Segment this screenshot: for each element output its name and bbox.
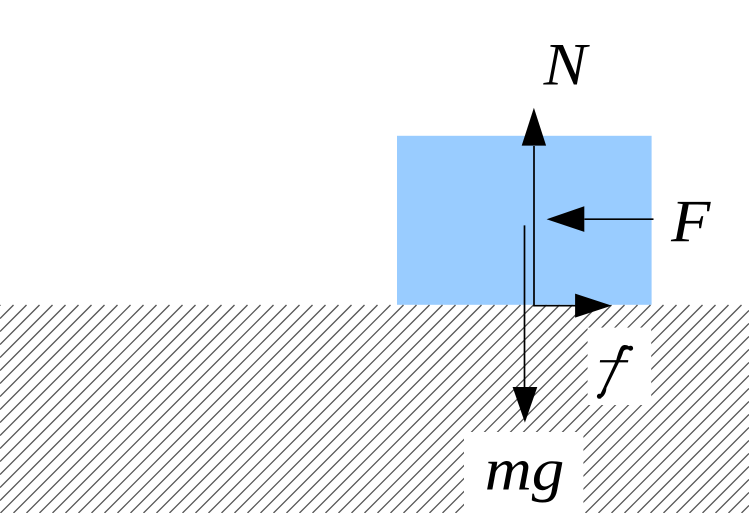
svg-text:N: N xyxy=(543,32,590,98)
svg-text:mg: mg xyxy=(485,437,565,503)
svg-text:F: F xyxy=(670,189,712,255)
